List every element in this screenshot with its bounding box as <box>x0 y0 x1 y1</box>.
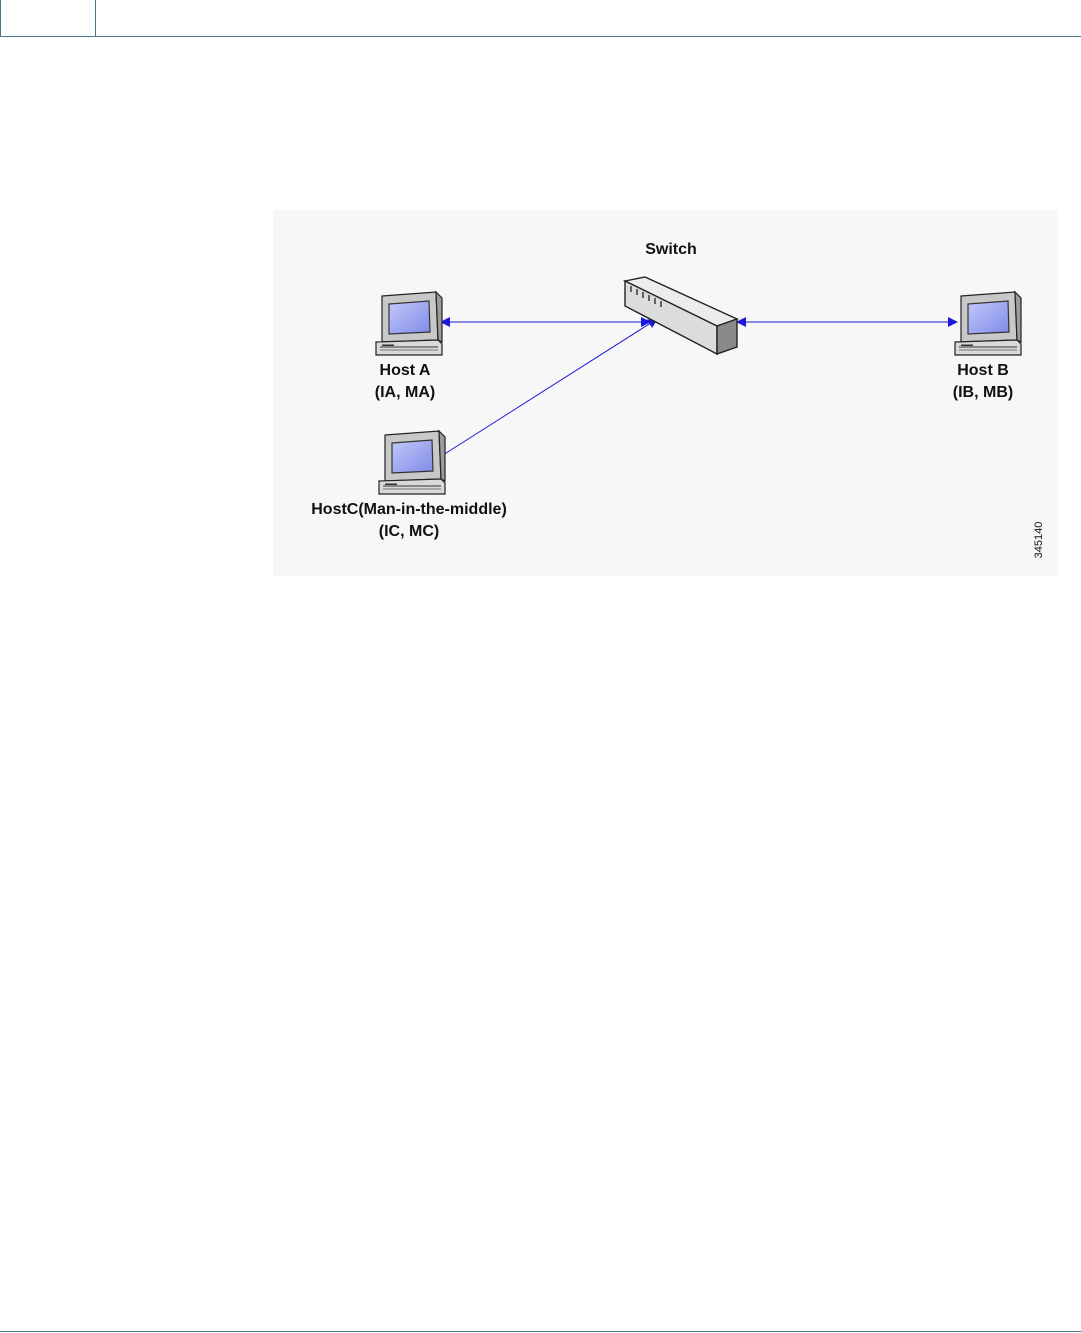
switch-icon <box>622 276 739 356</box>
header-left-line <box>0 0 1 37</box>
host-a-name: Host A <box>379 362 431 379</box>
host-a-computer-icon <box>375 291 443 356</box>
host-b-computer-icon <box>954 291 1022 356</box>
host-b-name: Host B <box>957 362 1009 379</box>
host-b-address: (IB, MB) <box>952 384 1014 401</box>
figure-id: 345140 <box>1033 521 1045 559</box>
host-c-address: (IC, MC) <box>378 523 440 540</box>
host-c-computer-icon <box>378 430 446 495</box>
switch-label: Switch <box>645 241 697 258</box>
host-a-address: (IA, MA) <box>374 384 436 401</box>
network-diagram-svg <box>375 276 1022 495</box>
network-figure: Switch Host A (IA, MA) Host B (IB, MB) H… <box>273 210 1058 576</box>
host-c-name: HostC(Man-in-the-middle) <box>311 501 507 518</box>
link-host-c-switch <box>442 318 658 456</box>
header-tab <box>0 0 96 36</box>
footer-rule <box>0 1331 1081 1332</box>
header-rule <box>0 36 1081 37</box>
